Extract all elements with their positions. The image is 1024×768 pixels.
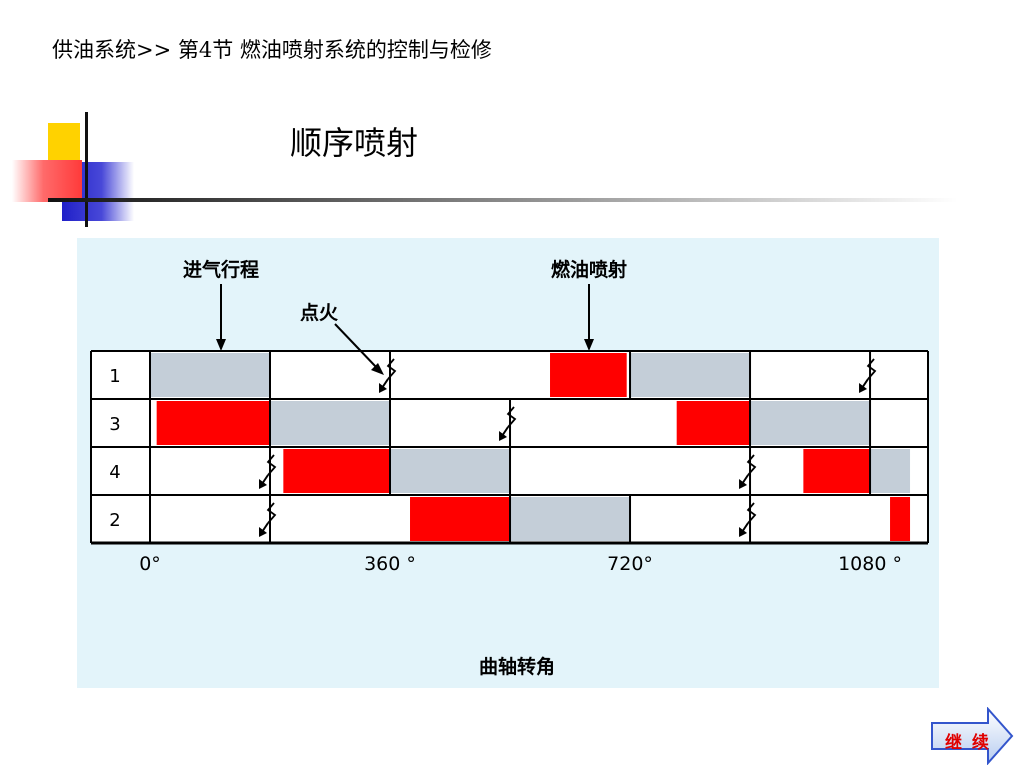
ignition-spark-icon bbox=[379, 351, 397, 399]
crank-angle-tick-label: 1080 ° bbox=[838, 553, 902, 575]
intake-stroke-bar bbox=[270, 401, 391, 445]
breadcrumb: 供油系统>> 第4节 燃油喷射系统的控制与检修 bbox=[52, 38, 492, 62]
ignition-spark-icon bbox=[259, 447, 277, 495]
ignition-spark-icon bbox=[859, 351, 877, 399]
injection-pulse-bar bbox=[156, 401, 271, 445]
intake-stroke-bar bbox=[870, 449, 911, 493]
right-arrow-icon bbox=[931, 707, 1014, 765]
intake-stroke-bar bbox=[510, 497, 631, 541]
injection-pulse-bar bbox=[550, 353, 627, 397]
sequential-injection-diagram: 进气行程 燃油喷射 点火 1 3 4 2 0° 360 ° 720° 1080 ° 曲轴转角 bbox=[77, 238, 939, 688]
cylinder-label: 4 bbox=[109, 462, 120, 483]
intake-stroke-bar bbox=[630, 353, 751, 397]
injection-pulse-bar bbox=[410, 497, 511, 541]
crank-angle-axis-title: 曲轴转角 bbox=[479, 655, 555, 678]
crank-angle-tick-label: 360 ° bbox=[364, 553, 416, 575]
injection-pulse-bar bbox=[283, 449, 391, 493]
continue-button[interactable]: 继 续 bbox=[930, 707, 1014, 765]
intake-stroke-bar bbox=[750, 401, 871, 445]
intake-stroke-bar bbox=[150, 353, 271, 397]
continue-button-label: 继 续 bbox=[945, 733, 991, 753]
slide-title: 顺序喷射 bbox=[290, 124, 419, 162]
cylinder-label: 2 bbox=[109, 510, 120, 531]
ignition-spark-icon bbox=[499, 399, 517, 447]
injection-pulse-bar bbox=[890, 497, 911, 541]
crank-angle-tick-label: 720° bbox=[607, 553, 653, 575]
intake-stroke-label: 进气行程 bbox=[183, 258, 259, 281]
ignition-spark-icon bbox=[739, 447, 757, 495]
intake-stroke-bar bbox=[390, 449, 511, 493]
label-arrows bbox=[216, 284, 594, 375]
injection-pulse-bar bbox=[676, 401, 751, 445]
injection-pulse-bar bbox=[803, 449, 871, 493]
fuel-injection-label: 燃油喷射 bbox=[551, 258, 627, 281]
ignition-spark-icon bbox=[739, 495, 757, 543]
ignition-label: 点火 bbox=[300, 302, 339, 324]
crank-angle-tick-label: 0° bbox=[139, 553, 161, 575]
ignition-spark-icon bbox=[259, 495, 277, 543]
cylinder-label: 3 bbox=[109, 414, 120, 435]
cylinder-label: 1 bbox=[109, 366, 120, 387]
